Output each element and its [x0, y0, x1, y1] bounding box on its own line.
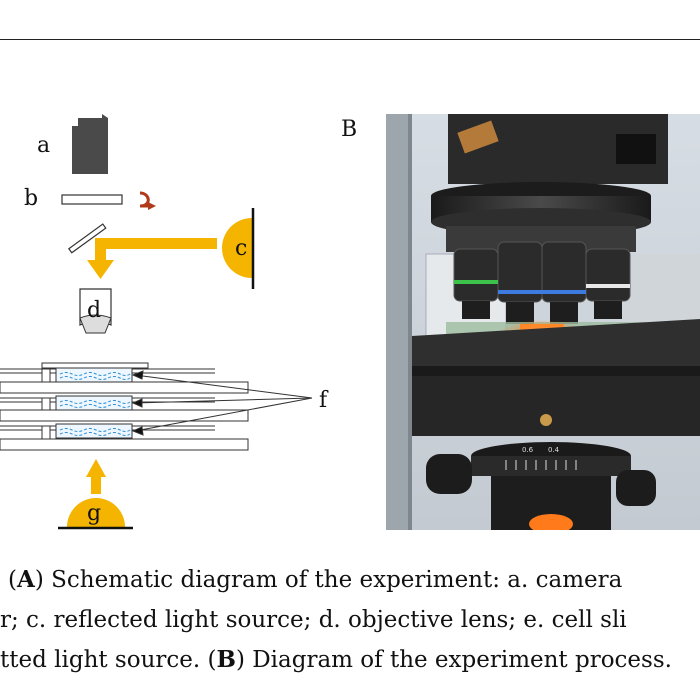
transmitted-light-source — [67, 498, 125, 527]
scale-mark: 0.4 — [548, 446, 560, 454]
cover-slip — [41, 362, 149, 369]
label-reflected-source: c — [235, 236, 248, 261]
transmitted-beam-arrow — [86, 459, 106, 477]
filter-plate — [61, 194, 123, 205]
label-slides: f — [319, 388, 328, 413]
rotate-arrow-icon — [139, 191, 150, 208]
label-filter: b — [24, 186, 39, 211]
reflected-beam-vertical — [95, 238, 106, 262]
top-rule — [0, 39, 700, 40]
figure-caption-line-2: r; c. reflected light source; d. objecti… — [0, 607, 627, 633]
beam-arrow-down — [87, 260, 114, 279]
figure-caption-line-1: (A) Schematic diagram of the experiment:… — [8, 566, 623, 593]
beam-splitter — [67, 223, 107, 254]
label-objective: d — [87, 298, 102, 323]
reflected-light-source — [222, 218, 252, 278]
pointer-lines — [131, 370, 313, 436]
camera-icon — [72, 114, 108, 174]
water-waves — [59, 372, 131, 436]
schematic-diagram — [0, 114, 313, 530]
panel-b-label: B — [341, 117, 358, 142]
reflected-beam-horizontal — [95, 238, 217, 249]
scale-mark: 0.6 — [522, 446, 534, 454]
figure-caption-line-3: tted light source. (B) Diagram of the ex… — [0, 646, 672, 673]
microscope-photo-icon: 0.6 0.4 — [386, 114, 700, 530]
microscope-photo: 0.6 0.4 — [386, 114, 700, 530]
label-camera: a — [37, 133, 51, 158]
slide-stack — [0, 367, 249, 451]
label-transmitted-source: g — [87, 501, 102, 526]
